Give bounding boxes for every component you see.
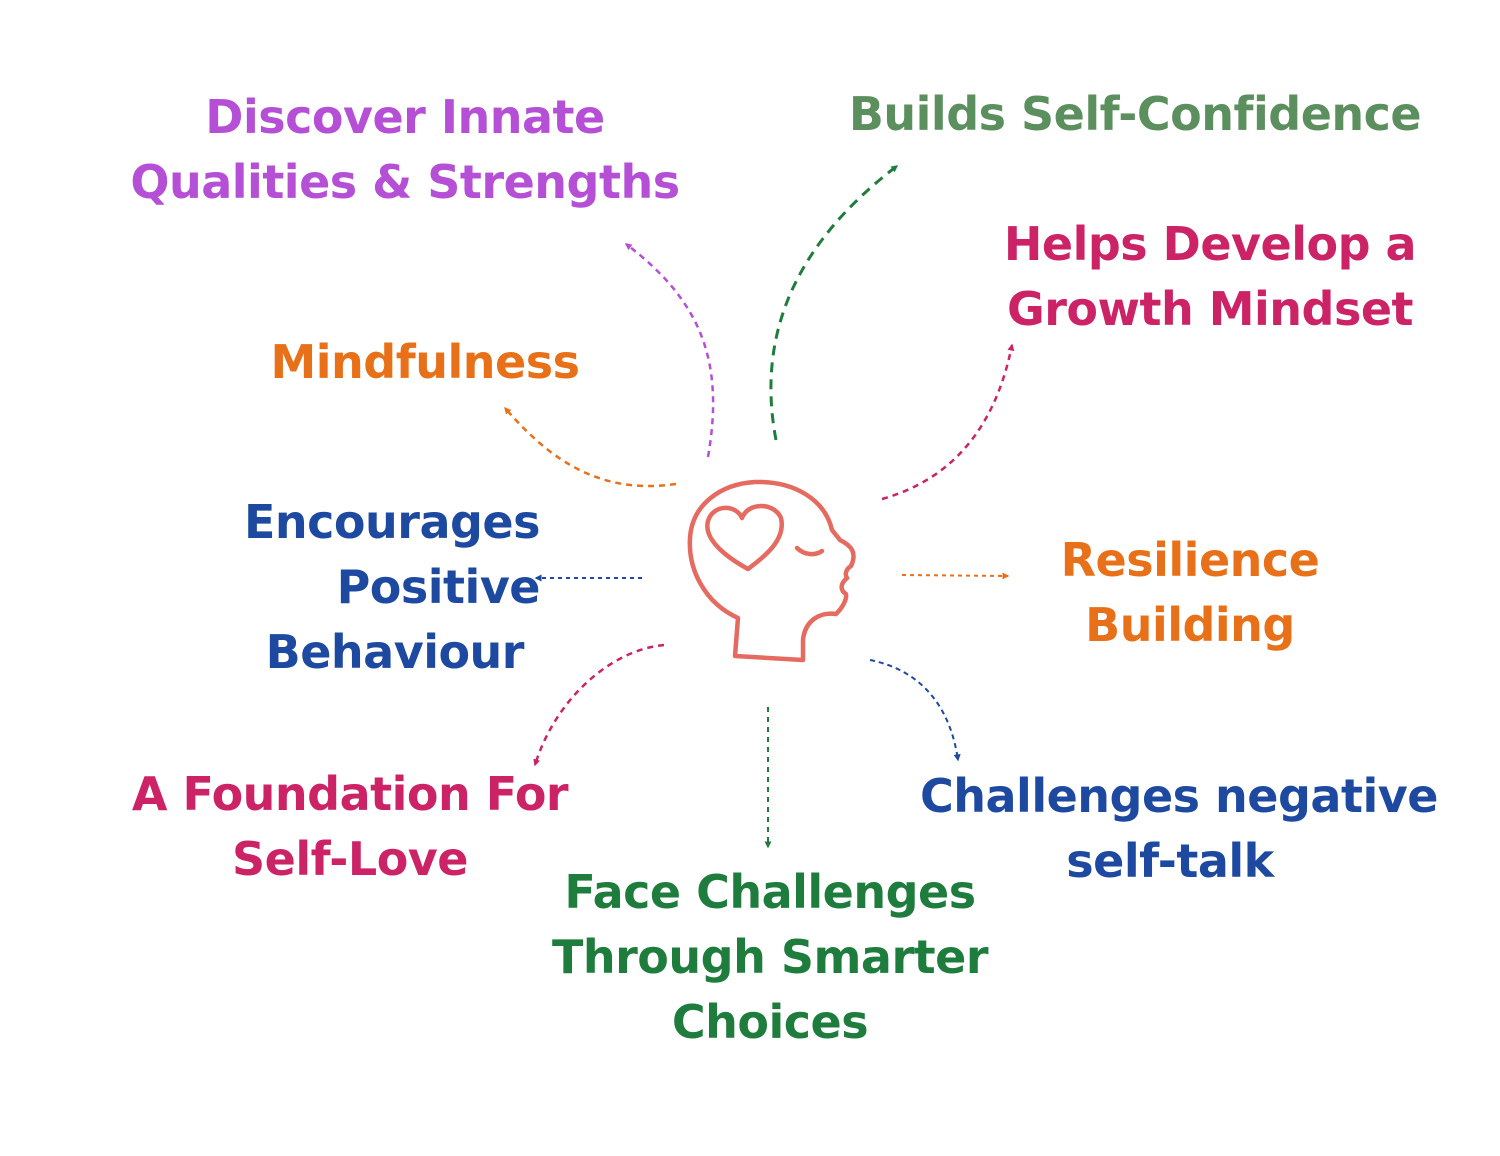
arrow-to-negative bbox=[869, 659, 961, 762]
label-mindfulness: Mindfulness bbox=[250, 330, 600, 395]
label-builds-self-confidence: Builds Self-Confidence bbox=[840, 82, 1430, 147]
arrow-to-resilience bbox=[901, 572, 1010, 580]
arrow-to-confidence bbox=[769, 164, 899, 441]
label-line: Qualities & Strengths bbox=[130, 155, 680, 209]
label-line: Builds Self-Confidence bbox=[848, 87, 1422, 141]
arrow-to-growth bbox=[881, 343, 1015, 501]
label-line: Self-Love bbox=[232, 832, 469, 886]
label-line: Through Smarter bbox=[551, 930, 989, 984]
label-face-challenges: Face Challenges Through Smarter Choices bbox=[545, 860, 995, 1055]
label-resilience-building: Resilience Building bbox=[1000, 528, 1380, 658]
label-challenges-negative-self-talk: Challenges negative self-talk bbox=[920, 764, 1438, 894]
head-outline bbox=[687, 479, 856, 663]
label-foundation-for-self-love: A Foundation For Self-Love bbox=[130, 762, 570, 892]
label-line: self-talk bbox=[1066, 834, 1274, 888]
heart-shape bbox=[705, 503, 784, 572]
label-encourages-positive-behaviour: Encourages Positive Behaviour bbox=[200, 490, 541, 685]
label-line: Encourages bbox=[243, 495, 541, 549]
label-line: Resilience bbox=[1060, 533, 1320, 587]
label-line: Mindfulness bbox=[270, 335, 580, 389]
label-line: Choices bbox=[671, 995, 869, 1049]
head-with-heart-icon bbox=[687, 479, 856, 663]
closed-eye bbox=[794, 545, 825, 557]
label-line: Discover Innate bbox=[205, 90, 605, 144]
label-growth-mindset: Helps Develop a Growth Mindset bbox=[980, 212, 1440, 342]
label-line: Helps Develop a bbox=[1003, 217, 1417, 271]
label-line: Positive bbox=[336, 560, 541, 614]
arrow-to-discover bbox=[624, 243, 715, 458]
label-line: Face Challenges bbox=[564, 865, 976, 919]
label-line: Growth Mindset bbox=[1006, 282, 1414, 336]
label-line: Behaviour bbox=[265, 625, 525, 679]
label-line: Challenges negative bbox=[920, 769, 1438, 823]
arrow-to-mindfulness bbox=[504, 406, 677, 488]
arrow-to-foundation bbox=[533, 643, 665, 767]
label-discover-qualities: Discover Innate Qualities & Strengths bbox=[110, 85, 700, 215]
label-line: A Foundation For bbox=[131, 767, 569, 821]
label-line: Building bbox=[1085, 598, 1295, 652]
